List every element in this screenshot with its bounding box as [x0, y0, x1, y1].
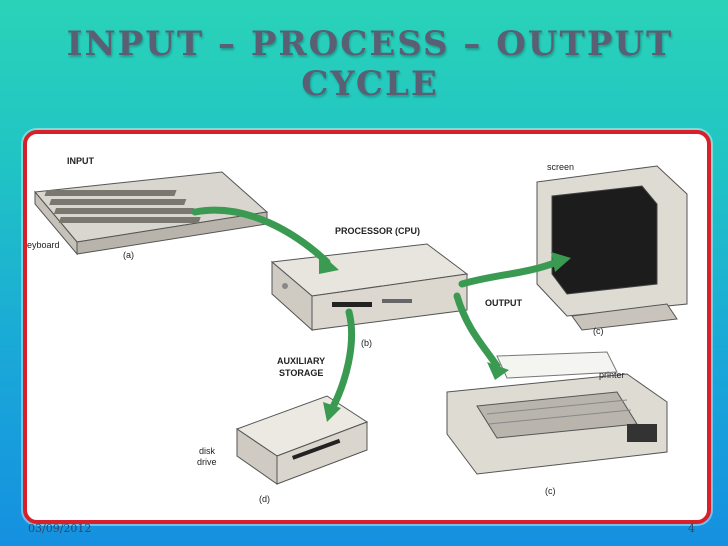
cpu-illustration — [270, 243, 469, 332]
flow-arrows — [191, 206, 561, 413]
auxiliary-label: AUXILIARY — [277, 356, 326, 366]
arrow-cpu-to-screen — [458, 258, 561, 288]
output-label: OUTPUT — [485, 298, 522, 308]
title-line-1: INPUT – PROCESS – OUTPUT — [66, 24, 674, 64]
disk-label: disk — [199, 446, 216, 456]
screen-label: screen — [547, 162, 575, 172]
drive-label: drive — [197, 457, 217, 467]
processor-label: PROCESSOR (CPU) — [335, 226, 421, 236]
disk-drive-illustration — [235, 395, 369, 485]
diagram-frame: INPUT eyboard (a) PROCESSOR (CPU) (b) sc… — [23, 130, 711, 524]
slide-date: 03/09/2012 — [28, 522, 92, 535]
keyboard-illustration — [34, 171, 269, 256]
printer-label: printer — [599, 370, 625, 380]
monitor-illustration — [536, 165, 688, 331]
arrow-cpu-to-printer — [453, 292, 501, 370]
storage-label: STORAGE — [279, 368, 324, 378]
label-d: (d) — [259, 494, 270, 504]
label-c-screen: (c) — [593, 326, 604, 336]
arrow-cpu-to-storage — [328, 308, 355, 413]
label-a: (a) — [123, 250, 134, 260]
arrow-heads — [319, 252, 571, 422]
label-b: (b) — [361, 338, 372, 348]
arrow-input-to-cpu — [191, 206, 331, 266]
keyboard-label: eyboard — [27, 240, 60, 250]
printer-illustration — [446, 351, 668, 475]
input-label: INPUT — [67, 156, 94, 166]
slide-title: INPUT – PROCESS – OUTPUT CYCLE — [60, 24, 680, 104]
ipo-diagram — [34, 165, 688, 485]
slide-page-number: 4 — [688, 522, 695, 535]
label-c-printer: (c) — [545, 486, 556, 496]
title-line-2: CYCLE — [301, 64, 439, 104]
